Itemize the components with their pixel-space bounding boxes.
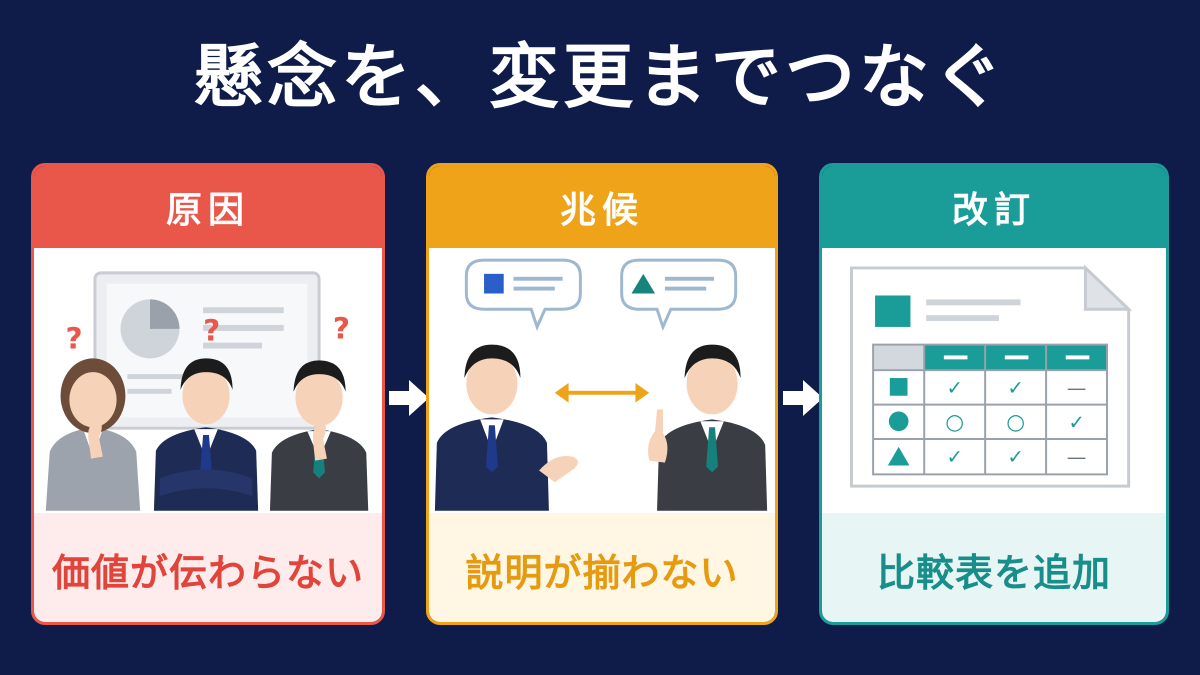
card-cause: 原因 ? ? ? bbox=[31, 163, 385, 625]
table-cell: ○ bbox=[945, 410, 964, 435]
question-mark-icon: ? bbox=[333, 312, 350, 346]
table-cell: ✓ bbox=[946, 446, 962, 469]
table-cell: — bbox=[1067, 446, 1087, 469]
confused-audience-illustration: ? ? ? bbox=[34, 248, 382, 513]
card-revision-caption: 比較表を追加 bbox=[822, 513, 1166, 622]
comparison-table: ✓ ✓ — ○ ○ ✓ ✓ ✓ — bbox=[872, 343, 1109, 476]
square-icon bbox=[889, 378, 908, 396]
speech-bubble-icon bbox=[620, 258, 738, 332]
comparison-document-illustration: ✓ ✓ — ○ ○ ✓ ✓ ✓ — bbox=[822, 248, 1166, 513]
card-symptom-caption: 説明が揃わない bbox=[429, 513, 775, 622]
arrow-right-icon bbox=[389, 380, 429, 416]
table-cell: ✓ bbox=[946, 377, 962, 400]
table-cell: — bbox=[1067, 377, 1087, 400]
card-revision-heading: 改訂 bbox=[822, 166, 1166, 248]
table-cell: ○ bbox=[1006, 410, 1025, 435]
speech-bubble-icon bbox=[464, 258, 582, 332]
circle-icon bbox=[888, 411, 909, 432]
card-cause-heading: 原因 bbox=[34, 166, 382, 248]
card-symptom: 兆候 bbox=[426, 163, 778, 625]
question-mark-icon: ? bbox=[203, 314, 220, 348]
misaligned-explanation-illustration bbox=[429, 248, 775, 513]
table-cell: ✓ bbox=[1068, 411, 1084, 434]
table-cell: ✓ bbox=[1007, 446, 1023, 469]
arrow-right-icon bbox=[783, 380, 823, 416]
card-revision: 改訂 bbox=[819, 163, 1169, 625]
triangle-icon bbox=[887, 446, 910, 466]
question-mark-icon: ? bbox=[65, 322, 82, 356]
double-arrow-icon bbox=[554, 382, 650, 403]
page-title: 懸念を、変更までつなぐ bbox=[193, 36, 1007, 118]
table-cell: ✓ bbox=[1007, 377, 1023, 400]
card-symptom-heading: 兆候 bbox=[429, 166, 775, 248]
card-cause-caption: 価値が伝わらない bbox=[34, 513, 382, 622]
